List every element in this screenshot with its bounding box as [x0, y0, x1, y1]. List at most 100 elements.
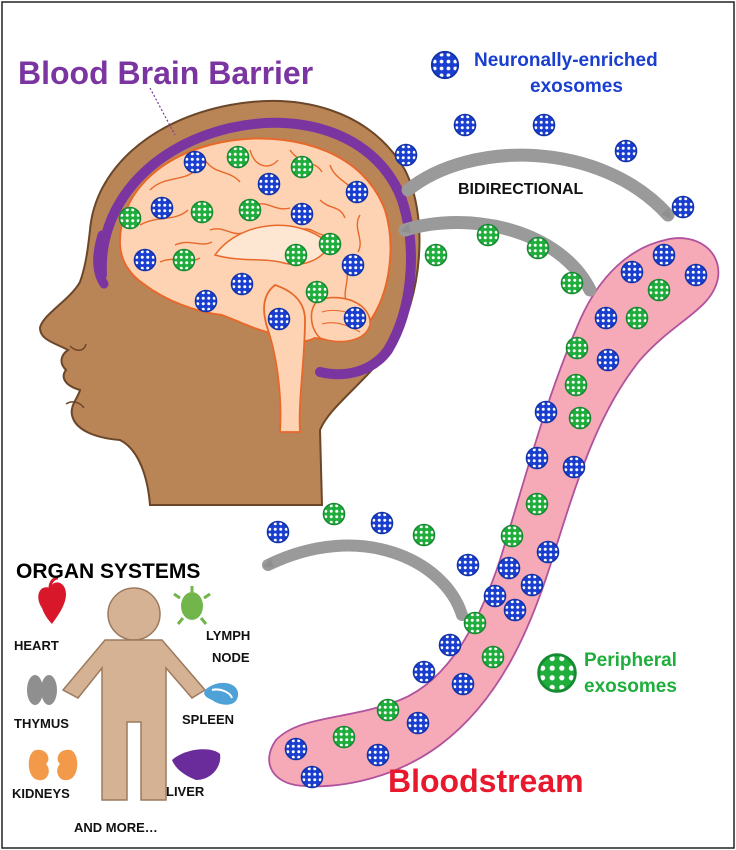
arrow-blood-to-organs [262, 539, 468, 621]
neuronal-exosome [536, 540, 560, 564]
peripheral-exosome [647, 278, 671, 302]
peripheral-exosome [318, 232, 342, 256]
neuronal-exosome [370, 511, 394, 535]
neuronal-exosome [652, 243, 676, 267]
peripheral-exosome [332, 725, 356, 749]
peripheral-exosome [284, 243, 308, 267]
peripheral-exosome [424, 243, 448, 267]
kidneys-icon [28, 749, 78, 781]
peripheral-exosome [481, 645, 505, 669]
neuronal-exosome [684, 263, 708, 287]
and-more-label: AND MORE… [74, 820, 158, 835]
figure-body [61, 639, 207, 801]
peripheral-exosome [305, 280, 329, 304]
neuronal-exosome [290, 202, 314, 226]
organ-systems-heading: ORGAN SYSTEMS [16, 560, 200, 583]
neuronal-exosome [300, 765, 324, 789]
peripheral-exosome [172, 248, 196, 272]
thymus-label: THYMUS [14, 716, 69, 731]
blood-brain-barrier-band [93, 117, 416, 380]
neuronal-exosome [133, 248, 157, 272]
peripheral-exosome [526, 236, 550, 260]
peripheral-exosome [290, 155, 314, 179]
peripheral-exosome [564, 373, 588, 397]
neuronal-exosome [614, 139, 638, 163]
neuronal-exosome [451, 672, 475, 696]
organ-icons [27, 576, 239, 781]
legend-peripheral-exosome-icon [537, 653, 577, 693]
neuronal-exosome [456, 553, 480, 577]
peripheral-exosome [625, 306, 649, 330]
arrow-brain-to-blood [401, 148, 675, 222]
neuronal-exosome [453, 113, 477, 137]
liver-label: LIVER [166, 784, 205, 799]
neuronal-exosome [412, 660, 436, 684]
neuronal-exosome [562, 455, 586, 479]
lymph-node-label-line1: LYMPH [206, 628, 250, 643]
neuronal-exosome [525, 446, 549, 470]
neuronal-exosome [483, 584, 507, 608]
neuronal-exosome [594, 306, 618, 330]
neuronal-exosome [520, 573, 544, 597]
neuronal-exosome [230, 272, 254, 296]
lymph-node-icon [173, 586, 211, 625]
neuronal-exosome [406, 711, 430, 735]
neuronal-exosome [532, 113, 556, 137]
neuronal-exosome [194, 289, 218, 313]
neuronal-exosome [343, 306, 367, 330]
peripheral-exosome [376, 698, 400, 722]
neuronal-exosome [503, 598, 527, 622]
kidneys-label: KIDNEYS [12, 786, 70, 801]
neuronal-exosome [284, 737, 308, 761]
lymph-node-label-line2: NODE [212, 650, 250, 665]
heart-icon [38, 576, 66, 624]
mouth [65, 401, 85, 409]
neuronal-exosome [534, 400, 558, 424]
legend-neuronal-exosome-icon [430, 50, 460, 80]
neuronal-exosome [267, 307, 291, 331]
neuronal-exosome [266, 520, 290, 544]
spleen-icon [204, 682, 239, 705]
neuronal-exosomes-label-line1: Neuronally-enriched [474, 50, 658, 71]
peripheral-exosome [560, 271, 584, 295]
bbb-leader-line [149, 87, 176, 136]
peripheral-exosome [322, 502, 346, 526]
neuronal-exosome [620, 260, 644, 284]
neuronal-exosome [394, 143, 418, 167]
neuronal-exosome [366, 743, 390, 767]
peripheral-exosome [476, 223, 500, 247]
spleen-label: SPLEEN [182, 712, 234, 727]
bloodstream-label: Bloodstream [388, 763, 584, 799]
arrow-blood-to-brain [398, 216, 597, 297]
bbb-label: Blood Brain Barrier [18, 55, 313, 91]
neuronal-exosome [497, 556, 521, 580]
liver-icon [172, 749, 221, 780]
neuronal-exosome [341, 253, 365, 277]
peripheral-exosome [190, 200, 214, 224]
peripheral-exosome [463, 611, 487, 635]
neuronal-exosome [438, 633, 462, 657]
neuronal-exosome [671, 195, 695, 219]
peripheral-exosome [568, 406, 592, 430]
neuronal-exosomes-label-line2: exosomes [530, 76, 623, 97]
peripheral-exosome [412, 523, 436, 547]
heart-label: HEART [14, 638, 59, 653]
figure-head [107, 587, 161, 641]
human-figure [61, 587, 207, 801]
peripheral-exosome [226, 145, 250, 169]
peripheral-exosome [118, 206, 142, 230]
bidirectional-label: BIDIRECTIONAL [458, 181, 584, 198]
peripheral-exosome [500, 524, 524, 548]
neuronal-exosome [183, 150, 207, 174]
peripheral-exosome [565, 336, 589, 360]
neuronal-exosome [150, 196, 174, 220]
peripheral-exosomes-label-line2: exosomes [584, 676, 677, 697]
peripheral-exosomes-label-line1: Peripheral [584, 650, 677, 671]
bidirectional-arrows [262, 148, 675, 621]
neuronal-exosome [257, 172, 281, 196]
neuronal-exosome [596, 348, 620, 372]
neuronal-exosome [345, 180, 369, 204]
peripheral-exosome [525, 492, 549, 516]
